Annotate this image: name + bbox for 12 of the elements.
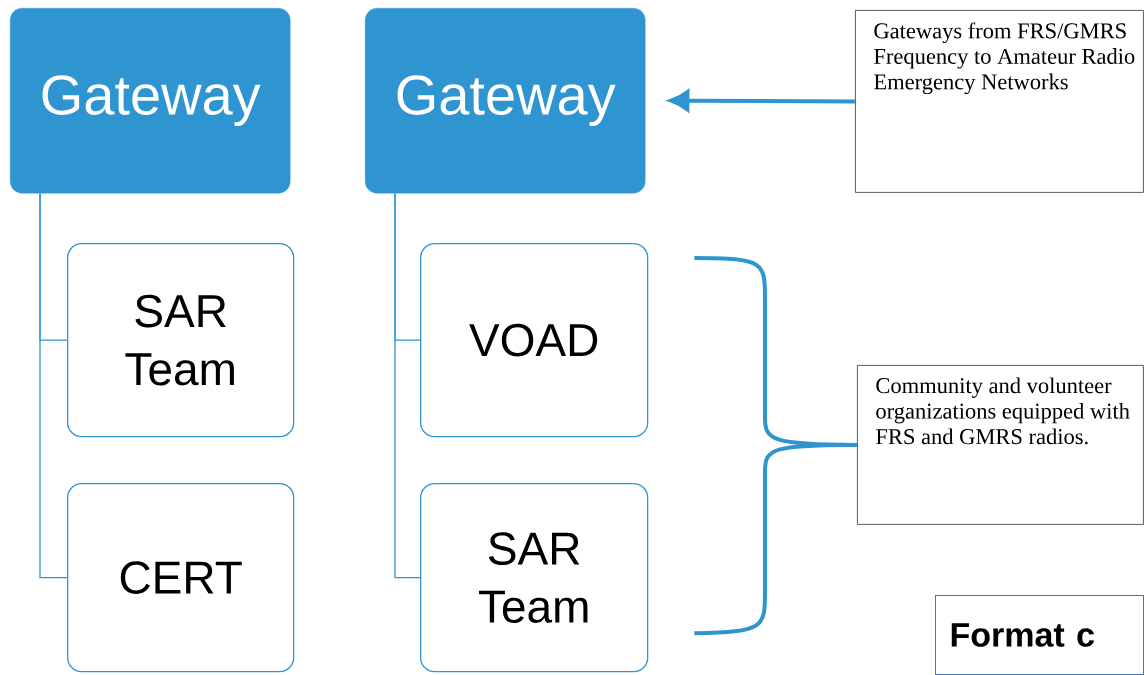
note-box: Gateways from FRS/GMRS Frequency to Amateur Radio Emergency Networks <box>855 10 1144 193</box>
member-box: VOAD <box>420 243 649 438</box>
gateway-box: Gateway <box>10 8 291 194</box>
title-box: Format c <box>935 595 1144 675</box>
note-box: Community and volunteer organizations equipped with FRS and GMRS radios. <box>857 365 1144 525</box>
connector-line <box>39 192 68 579</box>
bracket-connector <box>694 442 857 636</box>
connector-line <box>394 192 421 579</box>
member-box: SAR Team <box>67 243 295 438</box>
gateway-box: Gateway <box>365 8 646 194</box>
member-box: CERT <box>67 483 295 673</box>
member-box: SAR Team <box>420 483 649 673</box>
